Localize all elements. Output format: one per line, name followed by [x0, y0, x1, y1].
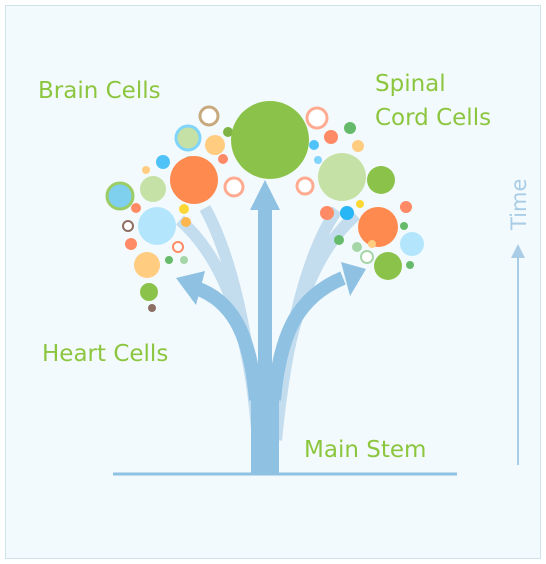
cell-circle — [170, 156, 218, 204]
cell-circle — [140, 283, 158, 301]
cell-circle — [138, 207, 176, 245]
cell-circle — [173, 242, 183, 252]
cell-circle — [344, 122, 356, 134]
cell-circle — [125, 238, 137, 250]
cell-circle — [400, 201, 412, 213]
cell-circle — [368, 240, 376, 248]
arrowhead-up — [250, 180, 280, 210]
cell-circle — [297, 178, 313, 194]
cell-circle — [205, 135, 225, 155]
cell-circle — [179, 204, 189, 214]
cell-circle — [367, 166, 395, 194]
cell-circle — [225, 178, 243, 196]
cell-circle — [231, 101, 309, 179]
cell-circle — [200, 107, 218, 125]
label-spinal-line1: Spinal — [375, 71, 446, 97]
label-heart-cells: Heart Cells — [42, 341, 168, 367]
cell-circle — [352, 140, 364, 152]
cell-circle — [318, 153, 366, 201]
cell-circle — [320, 206, 334, 220]
cell-circle — [140, 176, 166, 202]
time-axis — [511, 244, 525, 465]
cell-circle — [165, 256, 173, 264]
cell-circle — [123, 221, 133, 231]
cell-circle — [352, 242, 362, 252]
cell-circle — [180, 256, 188, 264]
cell-circle — [131, 203, 141, 213]
label-main-stem: Main Stem — [304, 437, 426, 463]
cell-circle — [361, 251, 373, 263]
label-time: Time — [507, 179, 531, 231]
cell-circle — [148, 304, 156, 312]
cell-circle — [218, 154, 228, 164]
cell-circle — [142, 166, 150, 174]
cell-circle — [358, 207, 398, 247]
arrowhead-spinal — [341, 262, 366, 296]
cell-circle — [374, 252, 402, 280]
cell-circle — [400, 222, 408, 230]
cell-circle — [134, 252, 160, 278]
label-brain-cells: Brain Cells — [38, 78, 161, 104]
cell-circle — [307, 108, 327, 128]
label-spinal-line2: Cord Cells — [375, 105, 491, 131]
cell-circle — [181, 217, 191, 227]
cell-circle — [400, 232, 424, 256]
cell-circle — [324, 130, 338, 144]
cell-circle — [314, 156, 322, 164]
cell-circle — [156, 155, 170, 169]
main-stem — [251, 390, 279, 474]
cell-circle — [334, 235, 344, 245]
cell-circle — [176, 126, 200, 150]
cell-circle — [309, 140, 319, 150]
cell-circle — [356, 200, 364, 208]
cell-circle — [340, 206, 354, 220]
time-axis-arrowhead — [511, 244, 525, 258]
cell-circle — [406, 261, 414, 269]
cell-circle — [107, 183, 133, 209]
